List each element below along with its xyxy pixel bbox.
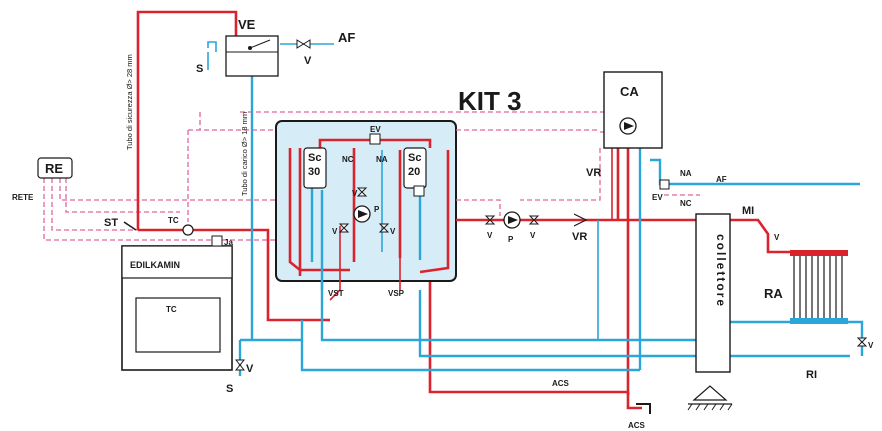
acs-tap [636,403,651,414]
v-kit-label: V [352,189,358,198]
re-controller [37,157,73,179]
tc-boiler-label: TC [166,305,177,314]
af-top-label: AF [338,30,355,45]
valve-ri [856,337,868,347]
na-right-label: NA [680,169,692,178]
rete-label: RETE [12,193,34,202]
brand-logo: EDILKAMIN [130,260,180,270]
v-pump-left-label: V [487,231,493,240]
pump-group [484,211,588,229]
tubo-sicurezza-label: Tubo di sicurezza Ø> 28 mm [125,54,134,150]
v-kit-right-label: V [390,227,396,236]
ev-kit-label: EV [370,125,381,134]
sc30-label-a: Sc [308,152,321,164]
kit-title: KIT 3 [458,86,522,116]
tc-probe-label: TC [168,216,179,225]
v-pump-right-label: V [530,231,536,240]
st-label: ST [104,217,118,229]
ra-label: RA [764,286,783,301]
ri-label: RI [806,369,817,381]
radiator [790,250,848,324]
v-top-label: V [304,55,312,67]
ground-symbol [687,385,733,411]
st-probe [123,221,137,231]
s-top-label: S [196,63,203,75]
sc30-label-b: 30 [308,166,320,178]
boiler [121,235,233,371]
re-label: RE [45,161,63,176]
valve-top [296,39,311,49]
ev-right-label: EV [652,193,663,202]
p-kit-label: P [374,205,380,214]
ja-label: Ja [224,238,233,247]
sc20-label-a: Sc [408,152,421,164]
valve-bottom [234,359,246,371]
ev-right-valve [659,179,670,190]
hot-water-pipes [136,10,790,410]
p-pump-label: P [508,235,514,244]
expansion-tank [225,35,279,77]
ca-boiler [603,71,663,149]
nc-kit-label: NC [342,155,354,164]
v-kit-left-label: V [332,227,338,236]
vr-vertical-label: VR [586,167,601,179]
collettore-label: collettore [714,234,728,308]
sc20-label-b: 20 [408,166,420,178]
af-right-label: AF [716,175,727,184]
v-bottom-label: V [246,363,254,375]
v-ri-label: V [868,341,874,350]
collettore [695,213,731,373]
v-mi-label: V [774,233,780,242]
mi-label: MI [742,205,754,217]
ve-label: VE [238,17,256,32]
tubo-carico-label: Tubo di carico Ø> 18 mm [240,112,249,196]
na-kit-label: NA [376,155,388,164]
acs-bottom-label: ACS [628,421,646,430]
vsp-label: VSP [388,289,405,298]
acs-mid-label: ACS [552,379,570,388]
kit-internals [303,133,427,233]
ca-label: CA [620,84,639,99]
vr-horizontal-label: VR [572,231,587,243]
vst-label: VST [328,289,344,298]
tc-probe [182,224,194,236]
s-bottom-label: S [226,383,233,395]
nc-right-label: NC [680,199,692,208]
